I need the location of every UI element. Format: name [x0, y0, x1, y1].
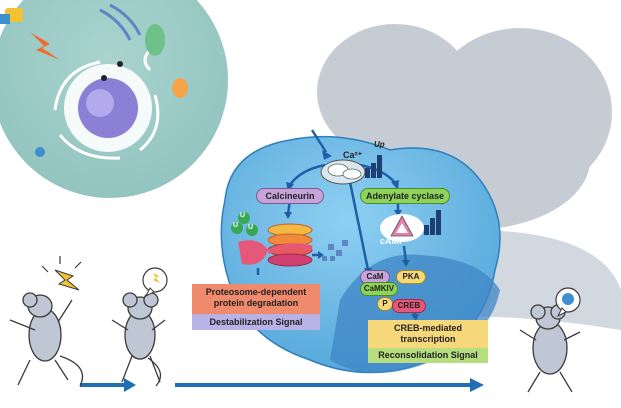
up-label-1: Up: [374, 140, 385, 149]
creb-transcription-box: CREB-mediated transcription: [368, 320, 488, 348]
calcium-label: Ca²⁺: [343, 150, 363, 160]
creb-label: CREB: [392, 299, 426, 313]
camp-molecule: [380, 214, 424, 242]
proteosome-box: Proteosome-dependent protein degradation: [192, 284, 320, 314]
proteasome: [231, 212, 348, 267]
ubiquitin-1: U: [233, 222, 239, 229]
lightning-icon-bubble: [41, 256, 82, 291]
mouse-icon-1: [9, 292, 84, 387]
ubiquitin-2: U: [240, 212, 246, 219]
timeline: [80, 378, 484, 392]
camkiv-label: CaMKIV: [360, 282, 398, 296]
cell-illustration: [0, 0, 228, 198]
calcineurin-label: Calcineurin: [256, 188, 324, 204]
camp-label: cAMP: [380, 236, 406, 246]
mouse-icon-2: [111, 292, 166, 387]
adenylate-cyclase-label: Adenylate cyclase: [360, 188, 450, 204]
phosphate-label: P: [377, 297, 393, 311]
ubiquitin-3: U: [248, 224, 254, 231]
lightning-icon: [30, 32, 60, 60]
speech-bubble-icon-2: [555, 287, 581, 318]
pka-label: PKA: [396, 270, 426, 284]
up-bars-1: [365, 155, 382, 178]
mouse-icon-3: [519, 304, 581, 393]
destabilization-box: Destabilization Signal: [192, 314, 320, 330]
reconsolidation-box: Reconsolidation Signal: [368, 348, 488, 363]
up-bars-2: [424, 210, 441, 235]
speech-bubble-icon-1: [142, 267, 168, 298]
calcium-vesicle: [320, 159, 366, 185]
